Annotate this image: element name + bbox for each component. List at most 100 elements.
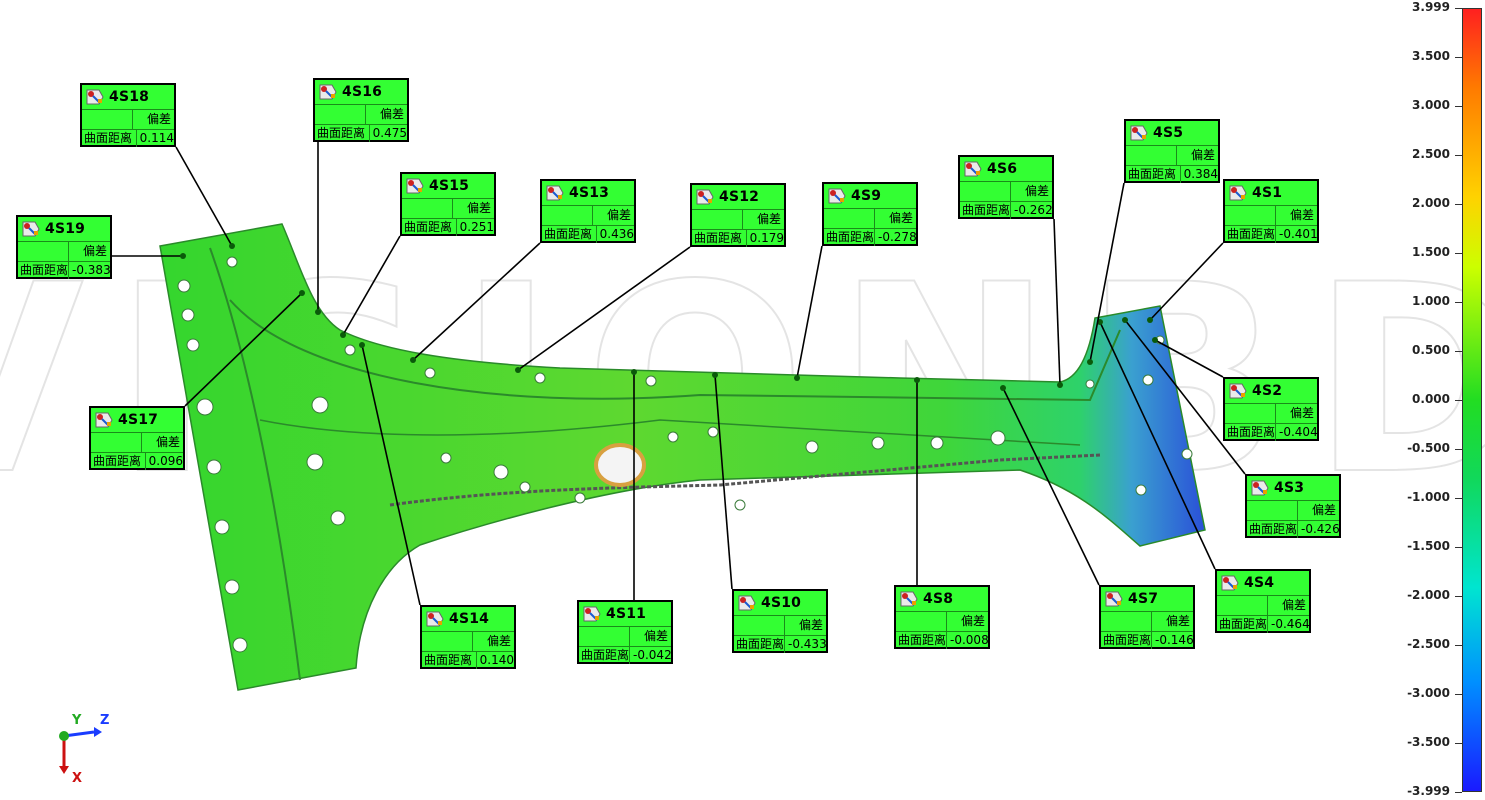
callout-id: 4S19: [45, 221, 86, 237]
leader-line-4s12: [517, 246, 691, 371]
measure-point-4s3[interactable]: [1122, 317, 1128, 323]
measure-point-4s14[interactable]: [359, 342, 365, 348]
colorbar-tick-mark: [1455, 155, 1462, 156]
callout-label: 偏差: [1289, 208, 1314, 222]
callout-id: 4S11: [606, 606, 647, 622]
measure-point-4s8[interactable]: [914, 377, 920, 383]
callout-value-row: 曲面距离-0.464: [1217, 616, 1310, 633]
callout-value-row: 曲面距离-0.146: [1101, 632, 1194, 649]
callout-value: -0.464: [1271, 617, 1310, 631]
measure-point-4s11[interactable]: [631, 369, 637, 375]
callout-value-row: 曲面距离-0.383: [18, 262, 111, 279]
measure-point-4s17[interactable]: [299, 290, 305, 296]
callout-measure-name: 曲面距离: [91, 453, 146, 470]
callout-value: 0.475: [372, 126, 407, 140]
callout-header: 4S4: [1217, 571, 1309, 596]
callout-measure-name: 曲面距离: [402, 219, 457, 236]
callout-label: 偏差: [82, 244, 107, 258]
callout-id: 4S12: [719, 189, 760, 205]
callout-label-row: 偏差: [824, 209, 916, 229]
measure-point-4s12[interactable]: [515, 367, 521, 373]
callout-label: 偏差: [466, 201, 491, 215]
measure-point-4s9[interactable]: [794, 375, 800, 381]
callout-value: -0.146: [1155, 633, 1194, 647]
callout-label: 偏差: [486, 634, 511, 648]
measure-point-4s2[interactable]: [1152, 337, 1158, 343]
leader-line-4s4: [1099, 321, 1216, 570]
colorbar-tick-mark: [1455, 694, 1462, 695]
callout-label: 偏差: [1024, 184, 1049, 198]
leader-line-4s15: [342, 235, 401, 336]
callout-4s19[interactable]: 4S19 偏差曲面距离-0.383: [16, 215, 112, 279]
measure-point-4s5[interactable]: [1087, 359, 1093, 365]
colorbar-tick-mark: [1455, 498, 1462, 499]
callout-id: 4S5: [1153, 125, 1184, 141]
measure-point-4s15[interactable]: [340, 332, 346, 338]
axis-z-line: [63, 730, 95, 738]
axis-y-label: Y: [71, 713, 82, 728]
measure-point-4s19[interactable]: [180, 253, 186, 259]
callout-label: 偏差: [798, 618, 823, 632]
colorbar-tick-label: 1.500: [1412, 245, 1450, 259]
colorbar-tick-mark: [1455, 302, 1462, 303]
callout-label-row: 偏差: [896, 612, 988, 632]
colorbar-tick-label: -2.000: [1407, 588, 1450, 602]
measure-point-4s1[interactable]: [1147, 317, 1153, 323]
colorbar-tick-label: 1.000: [1412, 294, 1450, 308]
callout-value-row: 曲面距离-0.433: [734, 636, 827, 653]
callout-label: 偏差: [606, 208, 631, 222]
callout-value-row: 曲面距离-0.401: [1225, 226, 1318, 243]
measure-point-4s13[interactable]: [410, 357, 416, 363]
callout-measure-name: 曲面距离: [1249, 521, 1299, 538]
measure-point-4s10[interactable]: [712, 372, 718, 378]
callout-label: 偏差: [1311, 503, 1336, 517]
measure-point-4s16[interactable]: [315, 309, 321, 315]
leader-line-4s1: [1149, 242, 1224, 321]
measure-point-4s6[interactable]: [1057, 382, 1063, 388]
callout-header: 4S9: [824, 184, 916, 209]
callout-measure-name: 曲面距离: [692, 230, 747, 247]
callout-id: 4S15: [429, 178, 470, 194]
colorbar-tick-mark: [1455, 792, 1462, 793]
feature-icon: [1105, 591, 1123, 607]
leader-line-4s5: [1089, 182, 1125, 363]
callout-measure-name: 曲面距离: [581, 647, 631, 664]
callout-header: 4S12: [692, 185, 784, 210]
callout-id: 4S18: [109, 89, 150, 105]
callout-label: 偏差: [146, 112, 171, 126]
leader-line-4s14: [361, 344, 421, 606]
measure-point-4s18[interactable]: [229, 243, 235, 249]
colorbar-tick-label: 3.000: [1412, 98, 1450, 112]
colorbar-tick-label: 0.500: [1412, 343, 1450, 357]
callout-value-row: 曲面距离-0.262: [960, 202, 1053, 219]
callout-value: -0.383: [72, 263, 111, 277]
measure-point-4s7[interactable]: [1000, 385, 1006, 391]
callout-label-row: 偏差: [1101, 612, 1193, 632]
feature-icon: [1251, 480, 1269, 496]
callout-value: 0.179: [749, 231, 784, 245]
callout-measure-name: 曲面距离: [1219, 616, 1269, 633]
callout-label-row: 偏差: [1126, 146, 1218, 166]
